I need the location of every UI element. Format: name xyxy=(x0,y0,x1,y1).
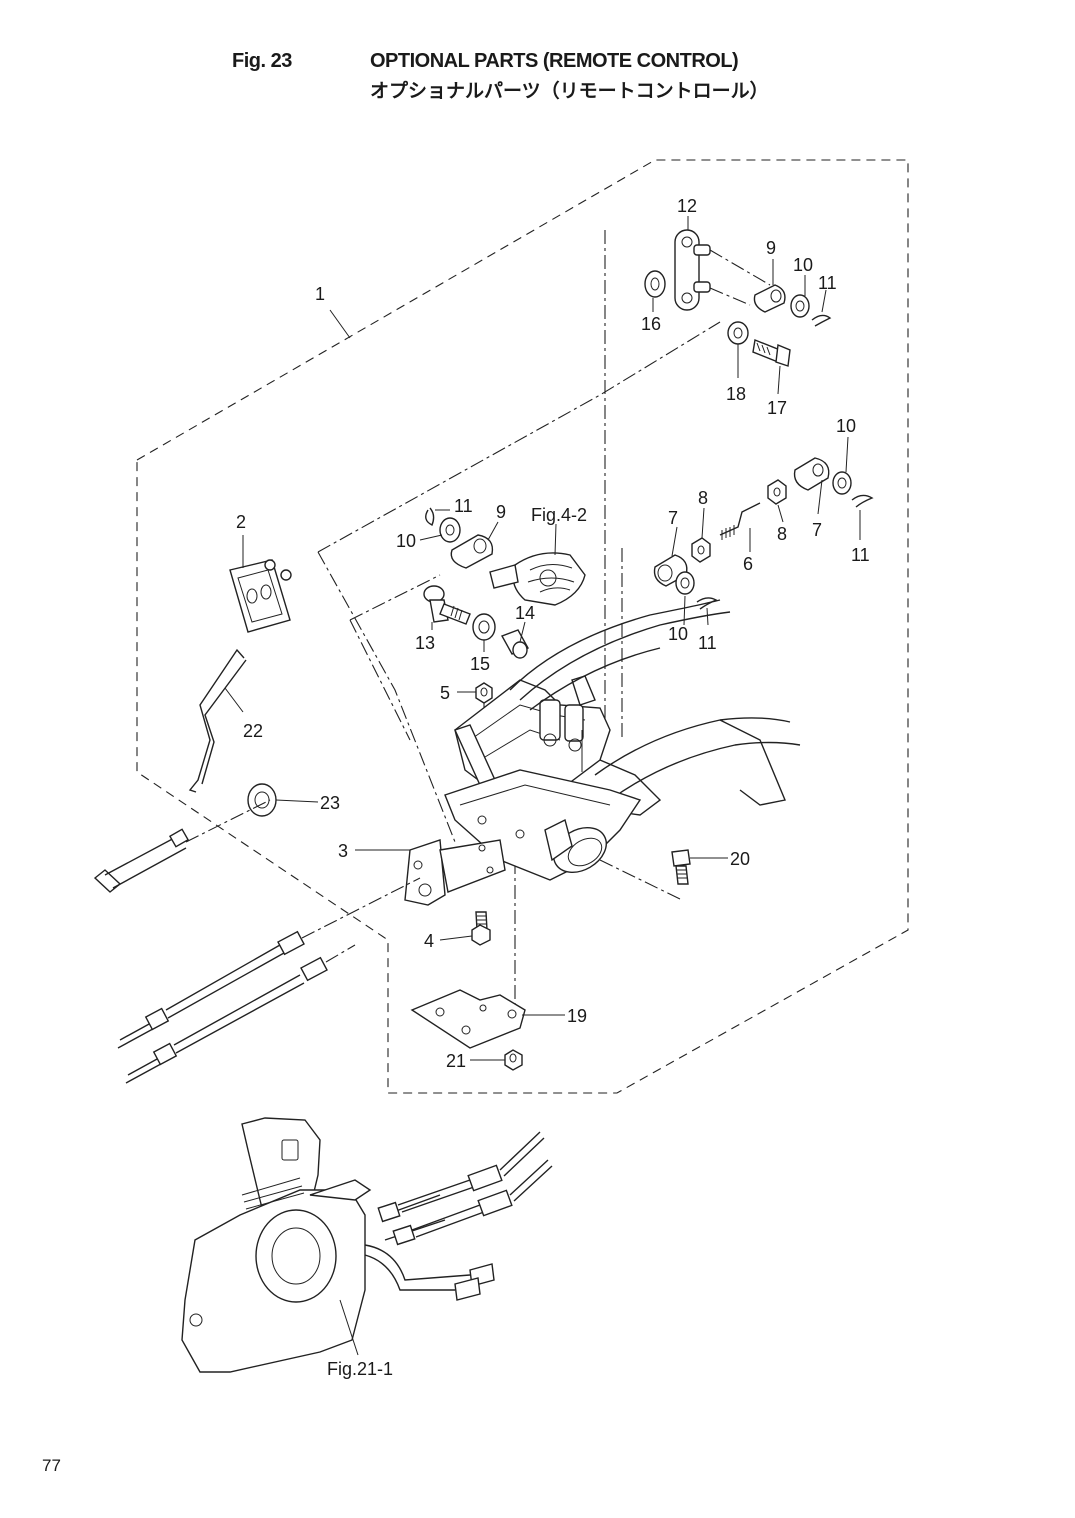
part-6-link-rod xyxy=(719,502,761,540)
part-10-washer-upper xyxy=(790,294,810,318)
callout-5: 5 xyxy=(440,683,450,703)
part-8-nut-left xyxy=(691,537,711,563)
remote-control-cables xyxy=(117,877,421,1084)
callout-6: 6 xyxy=(743,554,753,574)
callout-10-left: 10 xyxy=(668,624,688,644)
throttle-cable-end xyxy=(93,799,271,893)
callout-13: 13 xyxy=(415,633,435,653)
part-4-bolt xyxy=(471,911,491,946)
remote-control-box xyxy=(181,1117,553,1373)
part-10-washer-mid xyxy=(439,517,461,543)
callout-14: 14 xyxy=(515,603,535,623)
callout-17: 17 xyxy=(767,398,787,418)
part-22-rod xyxy=(188,648,247,793)
reference-line-mid xyxy=(349,574,441,741)
callout-11-upper: 11 xyxy=(818,273,837,293)
page-number: 77 xyxy=(42,1456,61,1475)
callout-3: 3 xyxy=(338,841,348,861)
callout-10-mid: 10 xyxy=(396,531,416,551)
part-11-clip-left xyxy=(696,597,718,610)
callout-9-mid: 9 xyxy=(496,502,506,522)
part-11-clip-mid xyxy=(425,507,435,526)
reference-line-right xyxy=(604,230,623,740)
part-9-joint-mid xyxy=(450,534,494,569)
callout-23: 23 xyxy=(320,793,340,813)
part-17-bolt xyxy=(752,339,791,367)
part-23-grommet xyxy=(247,783,277,817)
part-12-link-plate xyxy=(674,229,771,311)
part-18-washer xyxy=(727,321,749,345)
callout-11-mid: 11 xyxy=(454,496,473,516)
callout-21: 21 xyxy=(446,1051,466,1071)
callout-8-upper: 8 xyxy=(698,488,708,508)
callout-16: 16 xyxy=(641,314,661,334)
part-11-clip-right xyxy=(851,494,874,508)
assembly-boundary xyxy=(136,159,909,1094)
callout-20: 20 xyxy=(730,849,750,869)
part-14-collar xyxy=(500,629,530,659)
part-19-plate xyxy=(410,989,526,1049)
reference-line-left xyxy=(317,551,456,843)
part-7-joint-right xyxy=(793,457,830,491)
part-13-pivot-pin xyxy=(423,585,471,625)
callout-11-left: 11 xyxy=(698,633,717,653)
part-8-nut-right xyxy=(767,479,787,505)
callout-11-right: 11 xyxy=(851,545,870,565)
part-3-bracket xyxy=(404,839,506,906)
callout-9-upper: 9 xyxy=(766,238,776,258)
callout-10-upper: 10 xyxy=(793,255,813,275)
callout-1: 1 xyxy=(315,284,325,304)
fig-21-1-label: Fig.21-1 xyxy=(327,1359,393,1379)
reference-line-20 xyxy=(599,859,683,901)
part-15-bushing xyxy=(472,613,496,641)
fig-4-2-label: Fig.4-2 xyxy=(531,505,587,525)
callout-7-right: 7 xyxy=(812,520,822,540)
callout-18: 18 xyxy=(726,384,746,404)
fig-4-2-reference-part xyxy=(489,552,586,606)
figure-title-en: OPTIONAL PARTS (REMOTE CONTROL) xyxy=(370,50,739,72)
callout-10-right: 10 xyxy=(836,416,856,436)
figure-number: Fig. 23 xyxy=(232,50,292,72)
figure-title-jp: オプショナルパーツ（リモートコントロール） xyxy=(370,81,769,102)
leader-lines xyxy=(224,216,861,1356)
part-20-bolt xyxy=(671,849,691,885)
callout-12: 12 xyxy=(677,196,697,216)
mounting-rail xyxy=(509,599,801,816)
part-10-washer-left xyxy=(675,571,695,595)
callout-15: 15 xyxy=(470,654,490,674)
callout-19: 19 xyxy=(567,1006,587,1026)
callout-7-left: 7 xyxy=(668,508,678,528)
callout-8-lower: 8 xyxy=(777,524,787,544)
part-21-nut xyxy=(504,1049,523,1071)
part-11-clip-upper xyxy=(811,314,832,327)
callout-4: 4 xyxy=(424,931,434,951)
callout-2: 2 xyxy=(236,512,246,532)
part-2-cover-plate xyxy=(229,559,292,633)
part-10-washer-right xyxy=(832,471,852,495)
callout-labels: 1 2 12 9 10 11 16 18 17 10 8 7 8 7 6 11 … xyxy=(236,196,870,1379)
callout-22: 22 xyxy=(243,721,263,741)
cable-clamp xyxy=(544,818,607,873)
part-9-joint-upper xyxy=(753,284,786,313)
part-16-washer xyxy=(644,270,666,298)
reference-line-upper xyxy=(317,321,721,553)
